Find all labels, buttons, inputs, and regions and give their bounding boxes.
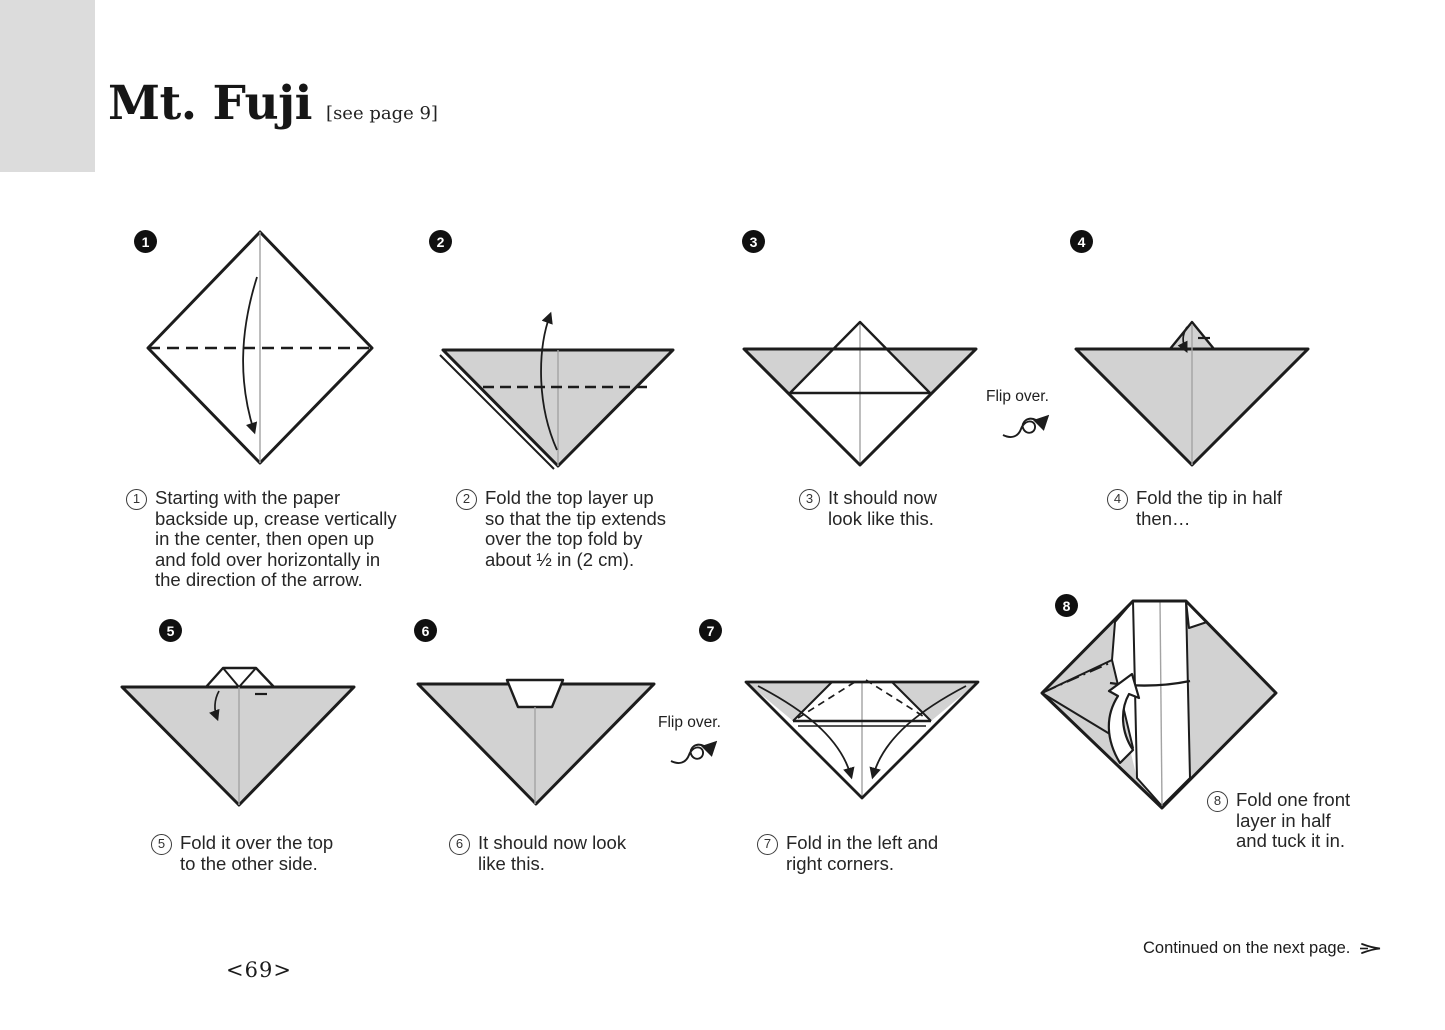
flip-over-arrow-icon	[1002, 414, 1050, 438]
tip-trapezoid	[204, 666, 276, 689]
layer-edge-line	[439, 354, 555, 470]
step-4-badge: 4	[1070, 230, 1093, 253]
center-crease-line	[1159, 600, 1163, 807]
step-6-diagram	[416, 678, 656, 806]
right-wing	[888, 349, 976, 393]
step-number-circle: 7	[757, 834, 778, 855]
continued-note: Continued on the next page.	[1143, 939, 1383, 958]
corner-decoration-block	[0, 0, 95, 172]
step-5-diagram	[120, 666, 356, 807]
left-corner-edge	[792, 681, 833, 722]
step-1-diagram	[146, 230, 374, 465]
flip-over-label: Flip over.	[986, 388, 1049, 405]
page-title: Mt. Fuji	[108, 76, 313, 131]
step-8-diagram	[1040, 599, 1278, 810]
step-number-circle: 3	[799, 489, 820, 510]
peak-fold	[788, 320, 932, 395]
flip-over-label: Flip over.	[658, 714, 721, 731]
fold-arrow-left-icon	[757, 685, 855, 780]
step-number-circle: 4	[1107, 489, 1128, 510]
step-number-circle: 5	[151, 834, 172, 855]
page-header: Mt. Fuji [see page 9]	[108, 78, 438, 130]
left-wing	[744, 349, 832, 393]
flip-over-arrow-icon	[670, 740, 718, 764]
step-number-circle: 1	[126, 489, 147, 510]
fold-arrow-icon	[242, 276, 258, 435]
continued-label: Continued on the next page.	[1143, 939, 1351, 957]
step-4-diagram	[1074, 320, 1310, 467]
step-number-circle: 8	[1207, 791, 1228, 812]
step-7-diagram	[744, 679, 980, 800]
step-number-circle: 6	[449, 834, 470, 855]
step-5-badge: 5	[159, 619, 182, 642]
fold-arrow-icon	[540, 311, 558, 451]
tuck-arrow-icon	[1107, 672, 1141, 765]
continued-arrow-icon	[1360, 943, 1381, 954]
step-2-diagram	[439, 311, 675, 470]
step-number-circle: 2	[456, 489, 477, 510]
mountain-fold-dashdot	[1043, 662, 1111, 693]
step-6-badge: 6	[414, 619, 437, 642]
fold-arrow-icon	[1177, 326, 1188, 353]
page-title-note: [see page 9]	[326, 103, 438, 124]
fold-arrow-right-icon	[869, 685, 967, 780]
step-3-badge: 3	[742, 230, 765, 253]
page-number: <69>	[226, 958, 292, 982]
step-2-badge: 2	[429, 230, 452, 253]
step-8-badge: 8	[1055, 594, 1078, 617]
column-left-edge	[1132, 600, 1162, 806]
step-7-badge: 7	[699, 619, 722, 642]
step-1-badge: 1	[134, 230, 157, 253]
right-corner-edge	[891, 681, 932, 722]
step-3-diagram	[742, 320, 978, 467]
fold-arrow-icon	[209, 690, 220, 722]
tucked-notch	[505, 678, 565, 709]
